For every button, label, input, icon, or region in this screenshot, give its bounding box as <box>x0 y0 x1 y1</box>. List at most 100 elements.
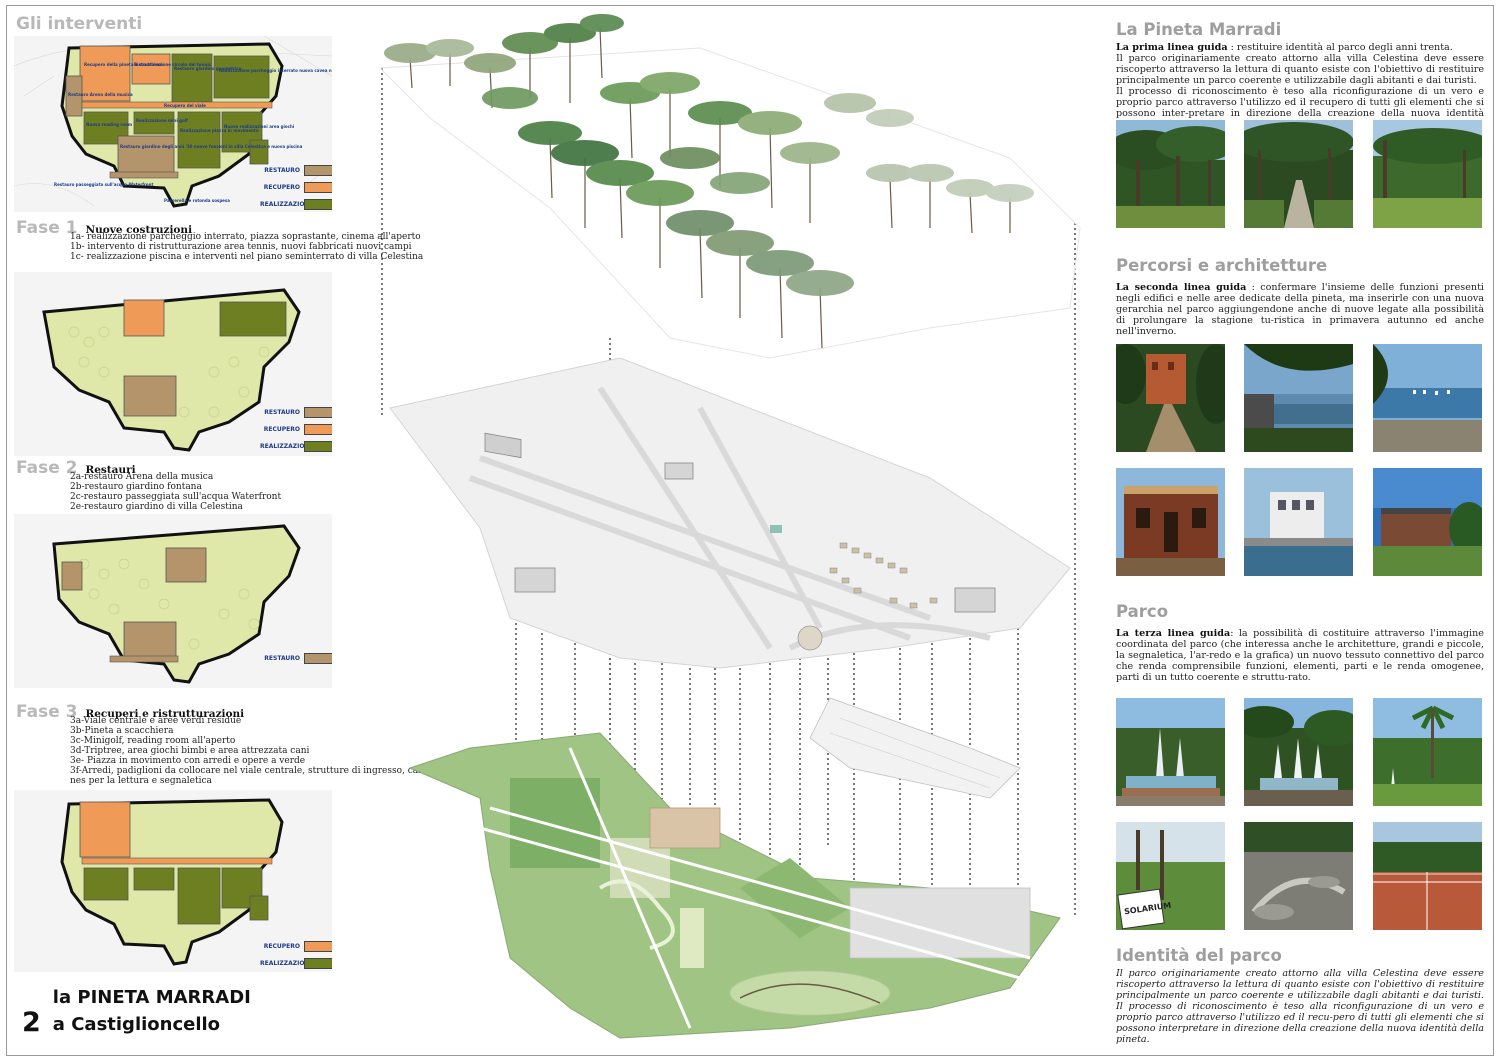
fase2-item: 2b-restauro giardino fontana <box>70 482 202 492</box>
legend-realizzazioni-label: REALIZZAZIONI <box>260 960 312 967</box>
fase3-name: Recuperi e ristrutturazioni <box>85 708 245 720</box>
legend-restauro-swatch <box>304 407 332 418</box>
photo-parco-3-image <box>1373 698 1482 806</box>
fase2-item: 2e-restauro giardino di villa Celestina <box>70 502 243 512</box>
map-label-arena: Restauro Arena della musica <box>68 92 133 97</box>
fase1-map-drawing <box>42 288 301 452</box>
fase1-heading: Fase 1 Nuove costruzioni <box>16 218 192 238</box>
photo-percorsi-3 <box>1373 344 1482 452</box>
fase3-item: 3a-Viale centrale e aree verdi residue <box>70 716 242 726</box>
interventi-title: Gli interventi <box>16 14 143 34</box>
map-label-nuova-reading: Nuova reading room <box>86 122 132 127</box>
photo-pineta-3 <box>1373 120 1482 228</box>
legend-realizzazioni-swatch <box>304 199 332 210</box>
legend-recupero-swatch <box>304 424 332 435</box>
section-parco-text: La terza linea guida: la possibilità di … <box>1116 628 1484 683</box>
section-identita-title: Identità del parco <box>1116 946 1282 965</box>
map-label-passerella: Passerella e rotonda sospesa <box>164 198 230 203</box>
fase1-item: 1c- realizzazione piscina e interventi n… <box>70 252 424 262</box>
fase3-item: 3e- Piazza in movimento con arredi e ope… <box>70 756 306 766</box>
legend-realizzazioni-swatch <box>304 958 332 969</box>
section-percorsi-body: : confermare l'insieme delle funzioni pr… <box>1116 282 1484 337</box>
photo-percorsi-4 <box>1116 468 1225 576</box>
green-park-layer <box>408 697 1061 1039</box>
photo-parco-2-image <box>1244 698 1353 806</box>
photo-parco-6-image <box>1373 822 1482 930</box>
photo-pineta-2-image <box>1244 120 1353 228</box>
legend-restauro-label: RESTAURO <box>264 655 300 662</box>
map-label-restauro-giardino: Restauro giardino geometrico <box>174 66 242 71</box>
fase2-legend: RESTAURO <box>260 650 332 667</box>
interventi-map: Restauro Arena della musica Recupero dell… <box>14 36 332 212</box>
photo-parco-1-image <box>1116 698 1225 806</box>
photo-parco-6 <box>1373 822 1482 930</box>
fase1-item: 1b- intervento di ristrutturazione area … <box>70 242 412 252</box>
fase2-number: Fase 2 <box>16 458 78 478</box>
axonometric-exploded-view <box>370 8 1090 1048</box>
section-identita-text: Il parco originariamente creato attorno … <box>1116 968 1484 1045</box>
fase2-map: RESTAURO <box>14 514 332 688</box>
photo-percorsi-2 <box>1244 344 1353 452</box>
legend-realizzazioni-label: REALIZZAZIONI <box>260 443 312 450</box>
photo-parco-5-image <box>1244 822 1353 930</box>
fase1-legend: RESTAURO RECUPERO REALIZZAZIONI <box>260 404 332 455</box>
legend-recupero-swatch <box>304 182 332 193</box>
board-frame <box>6 5 1494 1056</box>
photo-parco-3 <box>1373 698 1482 806</box>
section-pineta-body: : restituire identità al parco degli ann… <box>1116 42 1484 130</box>
photo-percorsi-1 <box>1116 344 1225 452</box>
photo-pineta-3-image <box>1373 120 1482 228</box>
photo-percorsi-5-image <box>1244 468 1353 576</box>
legend-realizzazioni-label: REALIZZAZIONI <box>260 201 312 208</box>
fase2-name: Restauri <box>85 464 136 476</box>
photo-percorsi-3-image <box>1373 344 1482 452</box>
photo-percorsi-1-image <box>1116 344 1225 452</box>
paths-architecture-layer <box>389 357 1071 669</box>
fase2-items: 2a-restauro Arena della musica 2b-restau… <box>70 472 281 512</box>
section-pineta-title: La Pineta Marradi <box>1116 20 1282 39</box>
fase2-map-drawing <box>52 524 301 684</box>
section-pineta-lead: La prima linea guida <box>1116 42 1228 53</box>
map-label-ristrutturazione-tennis: Ristrutturazione circolo del tennis <box>134 62 212 67</box>
fase2-item: 2a-restauro Arena della musica <box>70 472 214 482</box>
map-label-realizzazione-piazza: Realizzazione piazza in movimento <box>180 128 259 133</box>
section-percorsi-title: Percorsi e architetture <box>1116 256 1328 275</box>
photo-percorsi-6 <box>1373 468 1482 576</box>
fase3-heading: Fase 3 Recuperi e ristrutturazioni <box>16 702 244 722</box>
legend-restauro-label: RESTAURO <box>264 409 300 416</box>
legend-recupero-label: RECUPERO <box>263 184 300 191</box>
photo-percorsi-2-image <box>1244 344 1353 452</box>
section-percorsi-lead: La seconda linea guida <box>1116 282 1247 293</box>
legend-restauro-swatch <box>304 653 332 664</box>
photo-parco-5 <box>1244 822 1353 930</box>
map-label-restauro-giardino-villa: Restauro giardino degli anni '30 nuove f… <box>120 144 303 149</box>
fase1-items: 1a- realizzazione parcheggio interrato, … <box>70 232 423 262</box>
photo-parco-2 <box>1244 698 1353 806</box>
fase3-legend: RECUPERO REALIZZAZIONI <box>260 938 332 972</box>
photo-parco-1 <box>1116 698 1225 806</box>
photo-pineta-1 <box>1116 120 1225 228</box>
interventi-legend: RESTAURO RECUPERO REALIZZAZIONI <box>260 162 332 212</box>
section-parco-title: Parco <box>1116 602 1169 621</box>
legend-recupero-label: RECUPERO <box>263 943 300 950</box>
fase1-map: RESTAURO RECUPERO REALIZZAZIONI <box>14 272 332 456</box>
fase3-item: nes per la lettura e segnaletica <box>70 776 212 786</box>
map-label-nuove-realizzazioni: Nuove realizzazioni area giochi <box>224 124 295 129</box>
board-title-line2: a Castiglioncello <box>52 1014 221 1035</box>
section-percorsi-text: La seconda linea guida : confermare l'in… <box>1116 282 1484 337</box>
legend-recupero-label: RECUPERO <box>263 426 300 433</box>
map-label-realizzazione-parcheggio: Realizzazione parcheggio interrato nuova… <box>219 68 332 73</box>
board-number: 2 <box>22 1007 41 1038</box>
fase1-name: Nuove costruzioni <box>85 224 193 236</box>
interventi-map-drawing: Restauro Arena della musica Recupero dell… <box>14 36 332 208</box>
map-label-recupero-pineta: Recupero della pineta a scacchiera <box>84 62 163 67</box>
photo-parco-4-image: SOLARIUM <box>1116 822 1225 930</box>
pine-trees-layer <box>378 14 1081 359</box>
photo-pineta-2 <box>1244 120 1353 228</box>
fase3-items: 3a-Viale centrale e aree verdi residue 3… <box>70 716 432 786</box>
board-title-line1: la PINETA MARRADI <box>52 987 251 1008</box>
legend-recupero-swatch <box>304 941 332 952</box>
section-parco-lead: La terza linea guida <box>1116 628 1231 639</box>
board-title: 2 la PINETA MARRADI a Castiglioncello <box>22 984 251 1038</box>
fase3-item: 3f-Arredi, padiglioni da collocare nel v… <box>70 766 433 776</box>
